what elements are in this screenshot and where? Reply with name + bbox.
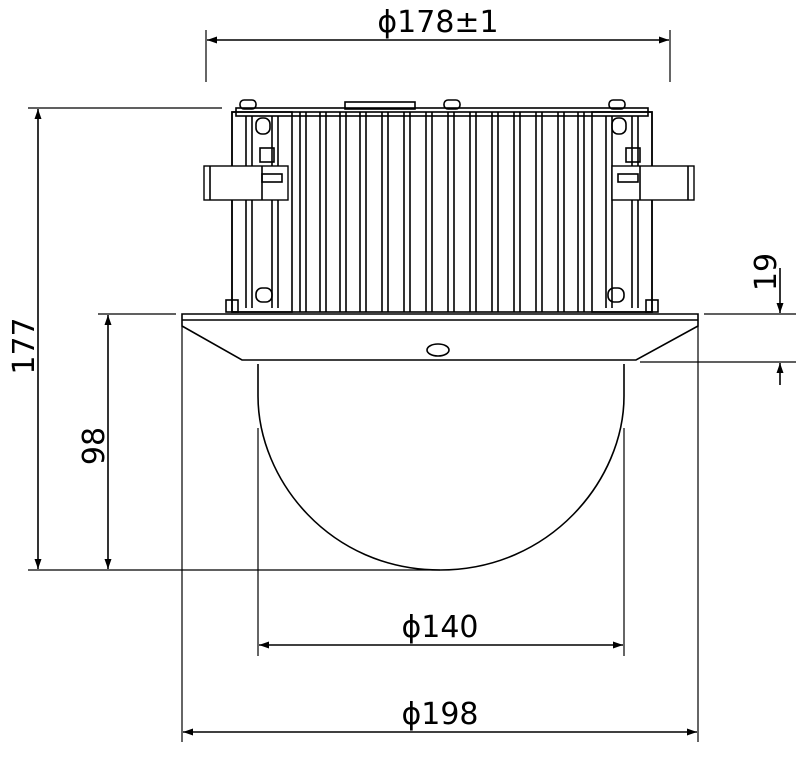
- label-dome-height: 98: [77, 427, 112, 465]
- dim-flange-thickness: 19: [640, 253, 796, 385]
- label-dome-diameter: ϕ140: [401, 610, 478, 645]
- camera-housing: [203, 99, 695, 313]
- dim-flange-diameter: ϕ198: [181, 326, 699, 742]
- dim-mount-diameter: ϕ178±1: [205, 5, 671, 82]
- label-mount-diameter: ϕ178±1: [377, 5, 498, 40]
- trim-ring: [181, 313, 699, 361]
- dim-total-height: 177: [7, 107, 440, 571]
- label-flange-diameter: ϕ198: [401, 697, 478, 732]
- label-flange-thickness: 19: [749, 253, 784, 291]
- dim-dome-diameter: ϕ140: [257, 428, 625, 656]
- dim-dome-height: 98: [77, 313, 176, 569]
- heat-sink-fins: [299, 112, 585, 312]
- label-total-height: 177: [7, 317, 42, 374]
- dome-cover: [257, 364, 625, 571]
